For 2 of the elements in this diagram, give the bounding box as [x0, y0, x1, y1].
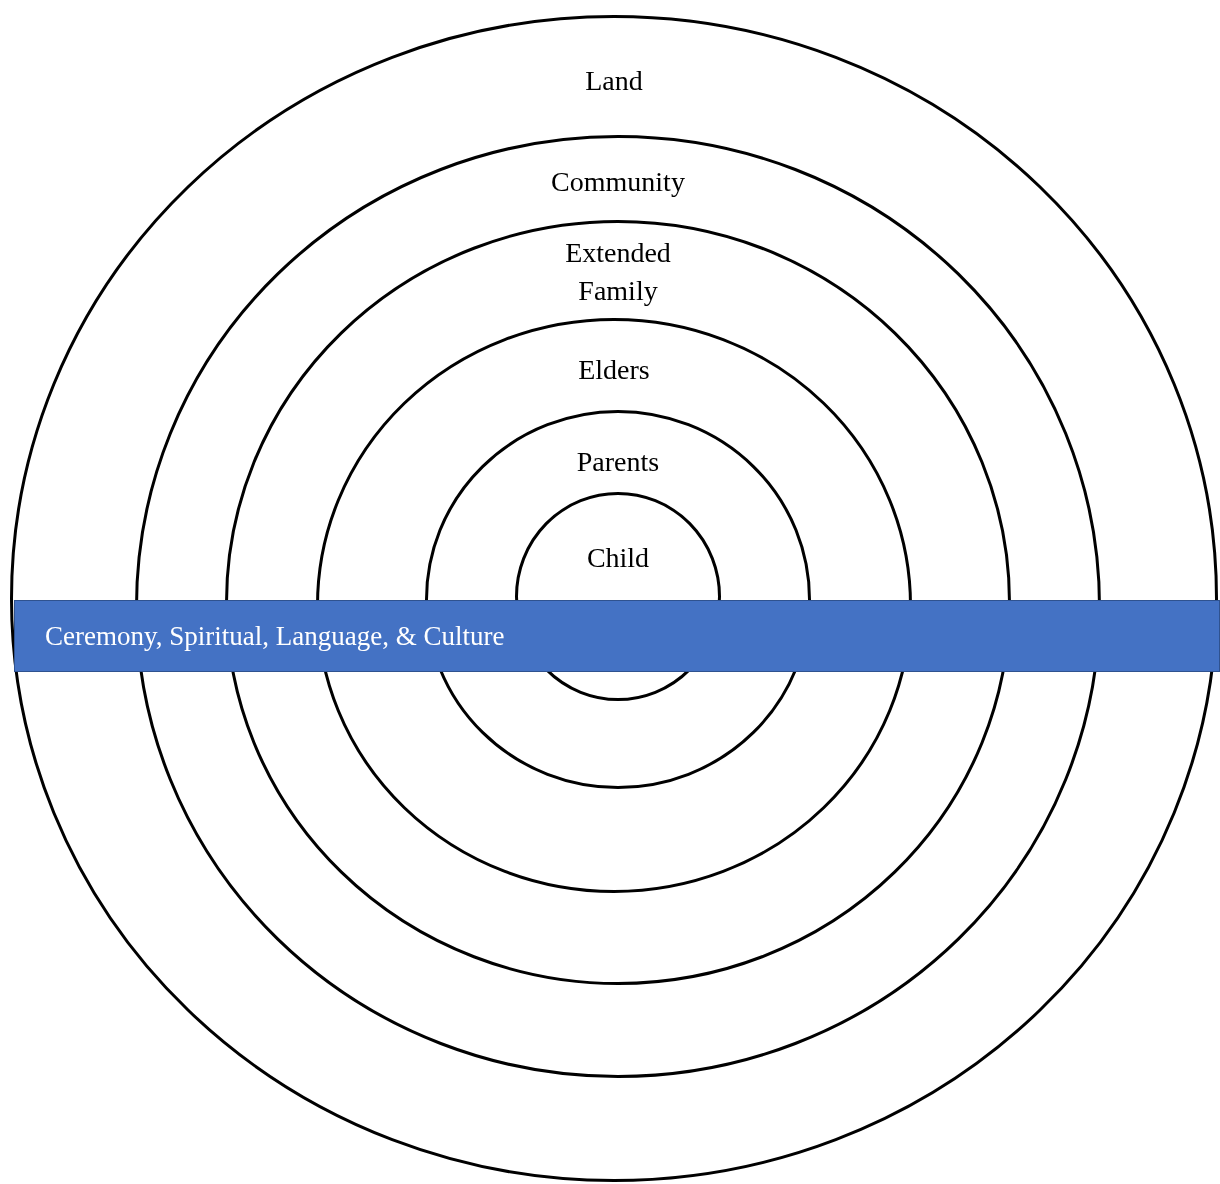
band	[14, 600, 1220, 672]
band-label: Ceremony, Spiritual, Language, & Culture	[45, 620, 505, 652]
